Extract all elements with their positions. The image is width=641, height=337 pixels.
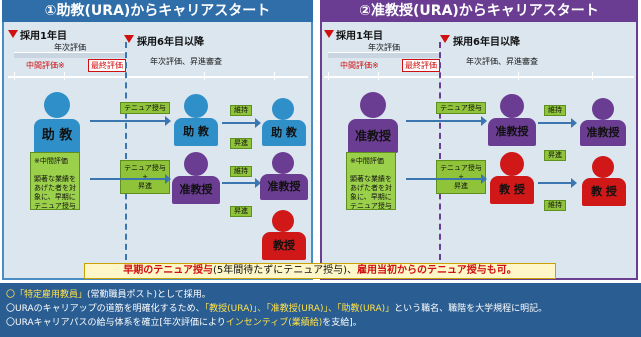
mid-eval-note: ※中間評価 顕著な業績を あげた者を対 象に、早期に テニュア授与 xyxy=(346,152,396,210)
timeline xyxy=(8,76,308,78)
tenure-promo-box: テニュア授与 + 昇進 xyxy=(120,160,170,194)
label-keep: 維持 xyxy=(544,200,566,211)
label-promote: 昇進 xyxy=(544,150,566,161)
info-line-2: 〇URAのキャリアップの道筋を明確化するため、「教授(URA)」、「准教授(UR… xyxy=(6,304,548,314)
arrow-icon xyxy=(406,174,487,184)
marker-icon xyxy=(124,35,134,43)
timeline xyxy=(324,76,634,78)
info-footer: 〇「特定雇用教員」(常勤職員ポスト)として採用。 〇URAのキャリアップの道筋を… xyxy=(0,283,641,337)
arrow-icon xyxy=(538,118,577,128)
arrow-icon xyxy=(406,116,487,126)
banner-part2: (5年間待たずにテニュア授与)、 xyxy=(213,265,357,276)
panel-title: ①助教(URA)からキャリアスタート xyxy=(2,0,313,22)
label-promote: 昇進 xyxy=(230,138,252,149)
arrow-icon xyxy=(90,174,171,184)
arrow-icon xyxy=(222,118,261,128)
timeline-tick xyxy=(204,72,205,80)
year6-label: 採用6年目以降 xyxy=(137,37,204,48)
divider-line xyxy=(439,42,441,260)
label-promote: 昇進 xyxy=(230,206,252,217)
tenure-box: テニュア授与 xyxy=(120,102,170,114)
final-eval-label: 最終評価 xyxy=(88,59,126,72)
timeline-tick xyxy=(518,72,519,80)
year6-label: 採用6年目以降 xyxy=(453,37,520,48)
arrow-icon xyxy=(90,116,171,126)
year1-label: 採用1年目 xyxy=(336,31,383,42)
label-keep: 維持 xyxy=(230,105,252,116)
marker-icon xyxy=(324,30,334,38)
marker-icon xyxy=(8,30,18,38)
after-eval-label: 年次評価、昇進審査 xyxy=(150,57,222,66)
tenure-box: テニュア授与 xyxy=(436,102,486,114)
banner-part3: 雇用当初からのテニュア授与も可。 xyxy=(356,265,517,276)
career-panel-associate: ②准教授(URA)からキャリアスタート 採用1年目 採用6年目以降 年次評価 中… xyxy=(320,0,638,280)
mid-eval-label: 中間評価※ xyxy=(26,61,65,70)
timeline-tick xyxy=(64,72,65,80)
eval-bar xyxy=(328,52,440,58)
info-line-3: 〇URAキャリアパスの給与体系を確立[年次評価によりインセンティブ(業績給)を支… xyxy=(6,318,362,328)
annual-eval-label: 年次評価 xyxy=(368,43,400,52)
mid-eval-note: ※中間評価 顕著な業績を あげた者を対 象に、早期に テニュア授与 xyxy=(30,152,80,210)
annual-eval-label: 年次評価 xyxy=(54,43,86,52)
tenure-promo-box: テニュア授与 + 昇進 xyxy=(436,160,486,194)
final-eval-label: 最終評価 xyxy=(402,59,440,72)
divider-line xyxy=(125,42,127,260)
mid-eval-label: 中間評価※ xyxy=(340,61,379,70)
arrow-icon xyxy=(538,178,577,188)
marker-icon xyxy=(440,35,450,43)
early-tenure-banner: 早期のテニュア授与(5年間待たずにテニュア授与)、雇用当初からのテニュア授与も可… xyxy=(84,263,556,279)
timeline-tick xyxy=(274,72,275,80)
eval-bar xyxy=(14,52,126,58)
timeline-tick xyxy=(328,72,329,80)
label-keep: 維持 xyxy=(544,105,566,116)
timeline-tick xyxy=(592,72,593,80)
banner-part1: 早期のテニュア授与 xyxy=(123,265,214,276)
info-line-1: 〇「特定雇用教員」(常勤職員ポスト)として採用。 xyxy=(6,290,211,300)
label-keep: 維持 xyxy=(230,166,252,177)
arrow-icon xyxy=(222,178,261,188)
career-panel-assistant: ①助教(URA)からキャリアスタート 採用1年目 採用6年目以降 年次評価 中間… xyxy=(2,0,313,280)
year1-label: 採用1年目 xyxy=(20,31,67,42)
timeline-tick xyxy=(378,72,379,80)
panel-title: ②准教授(URA)からキャリアスタート xyxy=(320,0,638,22)
timeline-tick xyxy=(14,72,15,80)
after-eval-label: 年次評価、昇進審査 xyxy=(466,57,538,66)
